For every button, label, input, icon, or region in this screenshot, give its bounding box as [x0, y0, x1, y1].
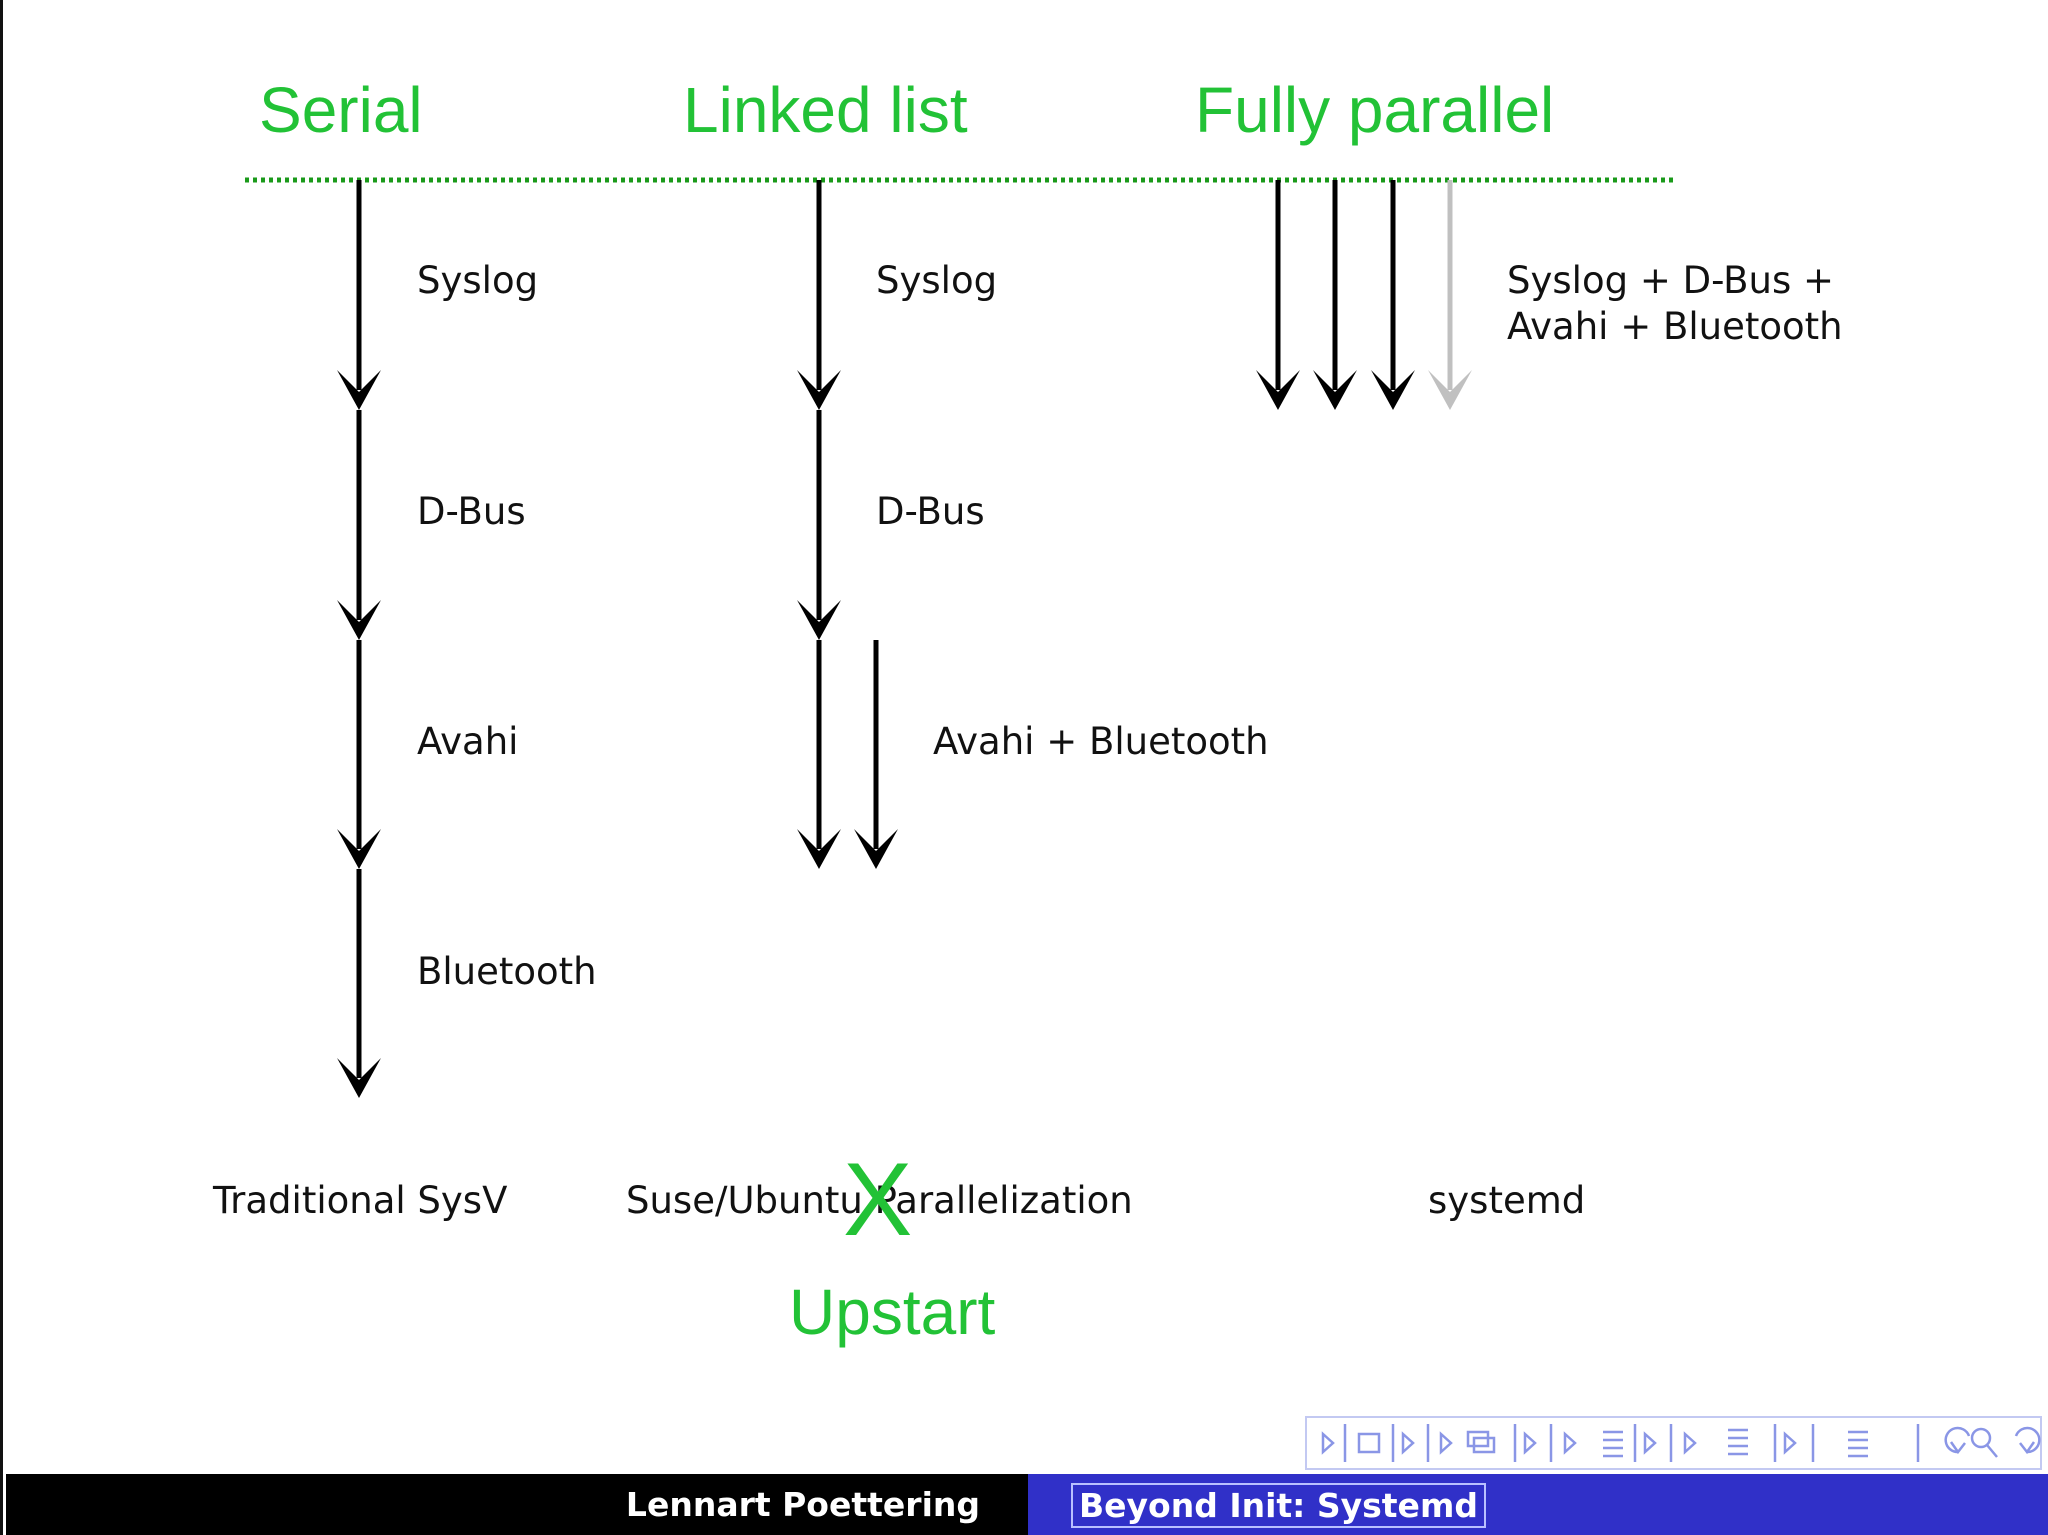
parallel-arrow-1	[1256, 180, 1300, 410]
linked-arrow-2	[797, 410, 841, 640]
outline-icon[interactable]	[1811, 1424, 1920, 1462]
cross-out-x: X	[843, 1142, 913, 1258]
redo-icon[interactable]	[2014, 1426, 2041, 1455]
caption-systemd: systemd	[1428, 1179, 1586, 1222]
serial-arrow-2	[337, 410, 381, 640]
caption-sysv: Traditional SysV	[213, 1179, 508, 1222]
subsection-icon[interactable]	[1426, 1424, 1537, 1462]
parallel-arrow-3	[1371, 180, 1415, 410]
navigation-bar-frame	[1305, 1416, 2042, 1470]
section-icon[interactable]	[1549, 1424, 1657, 1462]
boot-diagram	[245, 177, 1675, 1098]
serial-step-avahi: Avahi	[417, 720, 519, 763]
footer-title[interactable]: Beyond Init: Systemd	[1071, 1483, 1486, 1528]
footer-author: Lennart Poettering	[625, 1485, 980, 1524]
footer: Lennart Poettering Beyond Init: Systemd	[6, 1474, 2048, 1535]
linked-arrow-1	[797, 180, 841, 410]
caption-suse-parallelization: Suse/Ubuntu Parallelization	[626, 1179, 1133, 1222]
linked-step-syslog: Syslog	[876, 259, 998, 302]
linked-arrow-parallel	[854, 640, 898, 869]
next-arrow-icon[interactable]	[1401, 1431, 1415, 1455]
heading-serial: Serial	[259, 74, 423, 146]
document-icon[interactable]	[1669, 1424, 1797, 1462]
parallel-label-line-2: Avahi + Bluetooth	[1507, 305, 1843, 348]
linked-arrow-3	[797, 640, 841, 869]
frame-icon[interactable]	[1343, 1424, 1395, 1462]
serial-arrow-3	[337, 640, 381, 869]
linked-step-avahi-bluetooth: Avahi + Bluetooth	[933, 720, 1269, 763]
heading-fully-parallel: Fully parallel	[1195, 74, 1555, 146]
footer-title-panel: Beyond Init: Systemd	[1028, 1474, 2048, 1535]
prev-arrow-icon[interactable]	[1321, 1431, 1335, 1455]
serial-arrow-4	[337, 869, 381, 1098]
heading-upstart: Upstart	[789, 1276, 996, 1348]
navigation-bar	[1305, 1416, 2042, 1470]
serial-arrow-1	[337, 180, 381, 410]
parallel-label-line-1: Syslog + D-Bus +	[1507, 259, 1834, 302]
linked-step-dbus: D-Bus	[876, 490, 985, 533]
footer-author-panel: Lennart Poettering	[6, 1474, 1028, 1535]
serial-step-dbus: D-Bus	[417, 490, 526, 533]
parallel-arrow-2	[1313, 180, 1357, 410]
undo-icon[interactable]	[1944, 1426, 1971, 1455]
heading-linked-list: Linked list	[683, 74, 968, 146]
arrows	[337, 180, 1472, 1098]
search-icon[interactable]	[1970, 1427, 1998, 1458]
parallel-arrow-4-faded	[1428, 180, 1472, 410]
serial-step-bluetooth: Bluetooth	[417, 950, 597, 993]
serial-step-syslog: Syslog	[417, 259, 539, 302]
